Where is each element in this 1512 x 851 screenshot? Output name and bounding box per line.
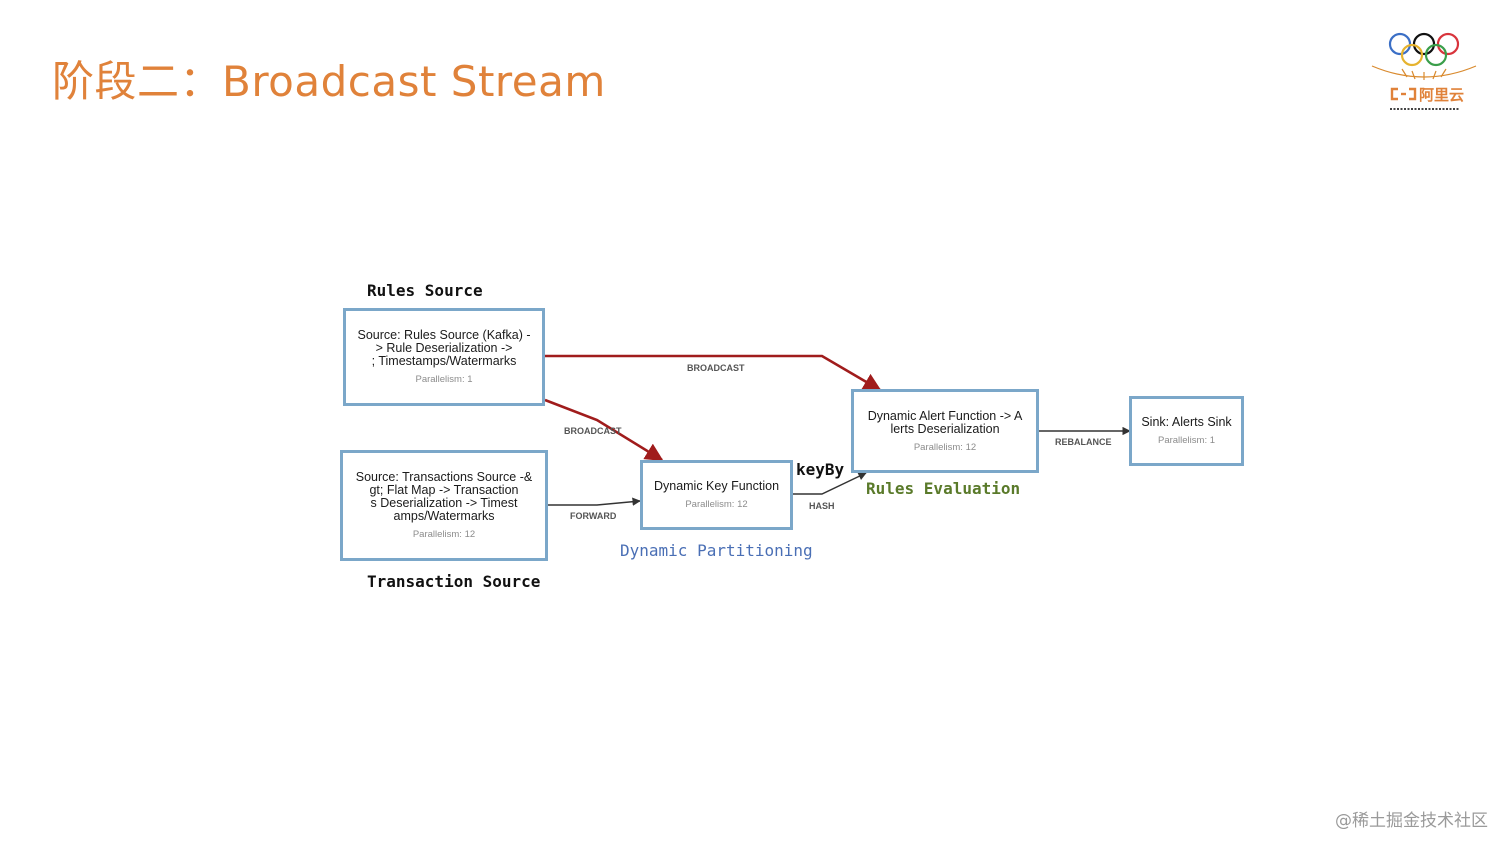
edge-label-hash: HASH [809, 501, 835, 511]
edge-label-broadcast-lower: BROADCAST [564, 426, 622, 436]
node-title: Sink: Alerts Sink [1141, 415, 1232, 429]
caption-rules-source: Rules Source [367, 281, 483, 300]
olympic-rings-icon [1388, 32, 1460, 67]
caption-rules-evaluation: Rules Evaluation [866, 479, 1021, 498]
node-dynamic-alert-function[interactable]: Dynamic Alert Function -> A lerts Deseri… [851, 389, 1039, 473]
slide-title: 阶段二：Broadcast Stream [52, 57, 606, 106]
node-parallelism: Parallelism: 12 [685, 499, 748, 510]
edge-broadcast-to-alert [545, 354, 882, 392]
node-dynamic-key-function[interactable]: Dynamic Key Function Parallelism: 12 [640, 460, 793, 530]
caption-key-by: keyBy [796, 460, 845, 479]
edge-label-forward: FORWARD [570, 511, 617, 521]
node-title: Source: Transactions Source -& gt; Flat … [355, 470, 533, 523]
edge-label-broadcast-top: BROADCAST [687, 363, 745, 373]
node-parallelism: Parallelism: 12 [913, 441, 977, 453]
logo-text: 阿里云 [1419, 86, 1464, 104]
node-parallelism: Parallelism: 1 [1157, 435, 1216, 446]
aliyun-mark-icon [1390, 87, 1417, 101]
caption-transaction-source: Transaction Source [367, 572, 541, 591]
edge-label-rebalance: REBALANCE [1055, 437, 1112, 447]
node-title: Dynamic Key Function [653, 479, 780, 493]
edge-hash [793, 472, 867, 495]
node-parallelism: Parallelism: 1 [415, 374, 473, 385]
node-rules-source[interactable]: Source: Rules Source (Kafka) - > Rule De… [343, 308, 545, 406]
node-parallelism: Parallelism: 12 [412, 529, 476, 540]
watermark: @稀土掘金技术社区 [1335, 811, 1488, 831]
node-transactions-source[interactable]: Source: Transactions Source -& gt; Flat … [340, 450, 548, 561]
node-title: Dynamic Alert Function -> A lerts Deseri… [867, 408, 1023, 436]
node-alerts-sink[interactable]: Sink: Alerts Sink Parallelism: 1 [1129, 396, 1244, 466]
aliyun-olympic-logo: 阿里云 [1371, 32, 1477, 110]
caption-dynamic-partitioning: Dynamic Partitioning [620, 541, 813, 560]
edge-broadcast-to-key [544, 398, 664, 462]
sunburst-icon [1371, 65, 1477, 80]
edge-forward [548, 497, 641, 506]
node-title: Source: Rules Source (Kafka) - > Rule De… [357, 328, 531, 368]
